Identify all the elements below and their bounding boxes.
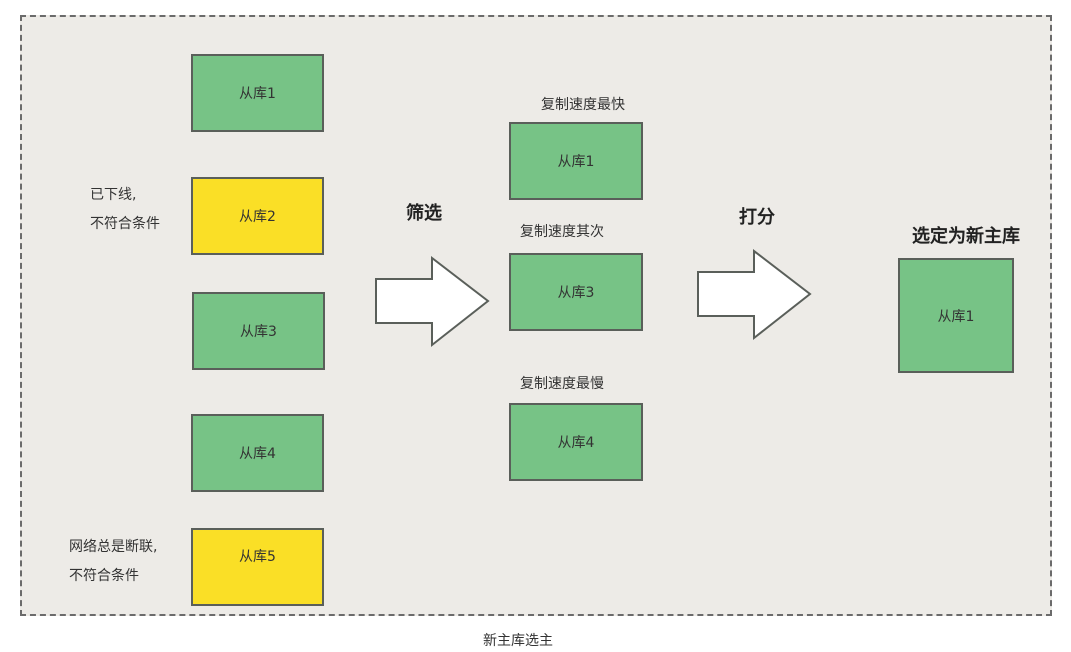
rank-label-3: 复制速度最慢 xyxy=(520,376,604,392)
rank-label-1: 复制速度最快 xyxy=(541,97,625,113)
candidate-replica-1: 从库1 xyxy=(191,54,324,132)
step-score-label: 打分 xyxy=(739,207,775,228)
note-line: 已下线, xyxy=(90,187,137,203)
candidate-label: 从库5 xyxy=(239,549,276,565)
candidate-label: 从库2 xyxy=(239,209,276,225)
step-filter-label: 筛选 xyxy=(406,203,442,224)
new-master-replica-1: 从库1 xyxy=(898,258,1014,373)
filtered-label: 从库1 xyxy=(557,154,595,170)
right-arrow-icon xyxy=(375,256,490,348)
rank-label-2: 复制速度其次 xyxy=(520,224,604,240)
candidate-label: 从库1 xyxy=(239,86,276,102)
filtered-replica-1: 从库1 xyxy=(509,122,643,200)
candidate-replica-3: 从库3 xyxy=(192,292,325,370)
candidate-replica-2: 从库2 xyxy=(191,177,324,255)
diagram-caption: 新主库选主 xyxy=(483,633,553,649)
rejection-note-5: 网络总是断联, 不符合条件 xyxy=(69,533,157,591)
result-label: 从库1 xyxy=(937,308,975,325)
candidate-label: 从库3 xyxy=(240,324,277,340)
candidate-label: 从库4 xyxy=(239,446,276,462)
right-arrow-icon xyxy=(697,249,812,341)
filtered-replica-4: 从库4 xyxy=(509,403,643,481)
filtered-label: 从库4 xyxy=(557,435,595,451)
result-title: 选定为新主库 xyxy=(912,226,1020,247)
filtered-replica-3: 从库3 xyxy=(509,253,643,331)
note-line: 不符合条件 xyxy=(69,568,139,584)
rejection-note-2: 已下线, 不符合条件 xyxy=(90,181,160,239)
note-line: 不符合条件 xyxy=(90,216,160,232)
candidate-replica-5: 从库5 xyxy=(191,528,324,606)
note-line: 网络总是断联, xyxy=(69,539,158,555)
candidate-replica-4: 从库4 xyxy=(191,414,324,492)
filtered-label: 从库3 xyxy=(557,285,595,301)
